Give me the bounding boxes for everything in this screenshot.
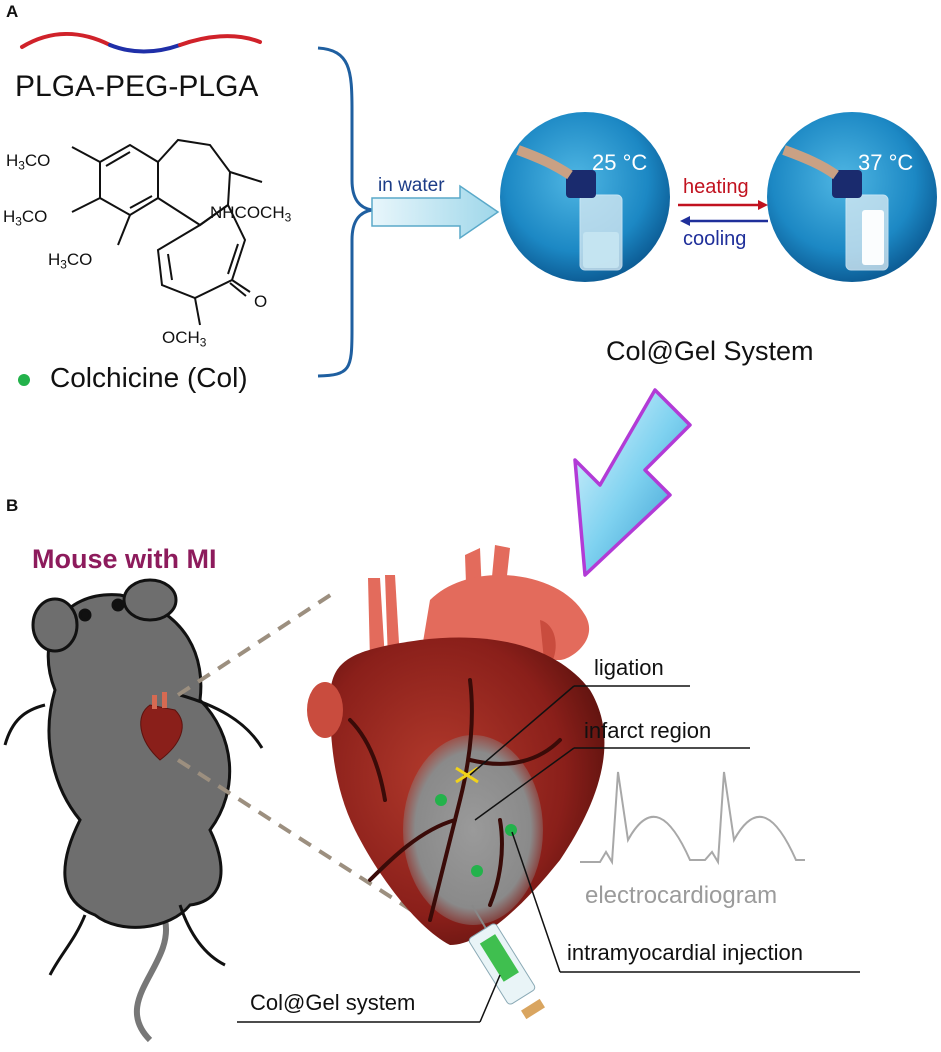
cooling-label: cooling: [683, 228, 747, 250]
acetamide-label: NHCOCH3: [210, 203, 292, 225]
callout-lines: [237, 685, 860, 1023]
callout-col-gel: Col@Gel system: [250, 990, 416, 1015]
temp-label-37: 37 °C: [858, 150, 914, 175]
bracket: [317, 46, 373, 378]
cooling-arrow: [680, 216, 768, 226]
drug-dot-icon: [18, 374, 30, 386]
syringe-illustration: [468, 904, 545, 1020]
in-water-label: in water: [378, 175, 445, 196]
panel-letter-a: A: [6, 2, 19, 21]
heart-illustration: [307, 545, 605, 945]
peg-segment: [108, 43, 182, 54]
polymer-chain: [20, 32, 262, 54]
panel-letter-b: B: [6, 496, 19, 515]
vial-disc-25c: [500, 112, 670, 282]
methoxy-label-3: H3CO: [48, 250, 93, 272]
drug-label: Colchicine (Col): [50, 362, 248, 393]
methoxy-label-4: OCH3: [162, 328, 207, 350]
polymer-label: PLGA-PEG-PLGA: [15, 70, 259, 103]
callout-infarct: infarct region: [584, 718, 712, 743]
heating-label: heating: [683, 176, 749, 198]
temp-label-25: 25 °C: [592, 150, 648, 175]
mouse-title: Mouse with MI: [32, 544, 217, 574]
zoom-lines: [176, 590, 452, 937]
mouse-heart: [140, 692, 183, 761]
methoxy-label-1: H3CO: [6, 151, 51, 173]
methoxy-label-2: H3CO: [3, 207, 48, 229]
callout-injection: intramyocardial injection: [567, 940, 803, 965]
ecg-trace: [580, 771, 805, 866]
callout-ligation: ligation: [594, 655, 664, 680]
transition-arrow: [573, 388, 692, 577]
ketone-label: O: [254, 292, 268, 311]
plga-segment-right: [178, 34, 262, 47]
in-water-arrow: [371, 184, 500, 240]
system-label: Col@Gel System: [606, 336, 814, 366]
ecg-label: electrocardiogram: [585, 882, 778, 909]
mouse-illustration: [3, 578, 264, 1043]
heating-arrow: [678, 200, 768, 210]
plga-segment-left: [20, 32, 112, 49]
colchicine-structure: [71, 138, 263, 326]
vial-disc-37c: [767, 112, 937, 282]
